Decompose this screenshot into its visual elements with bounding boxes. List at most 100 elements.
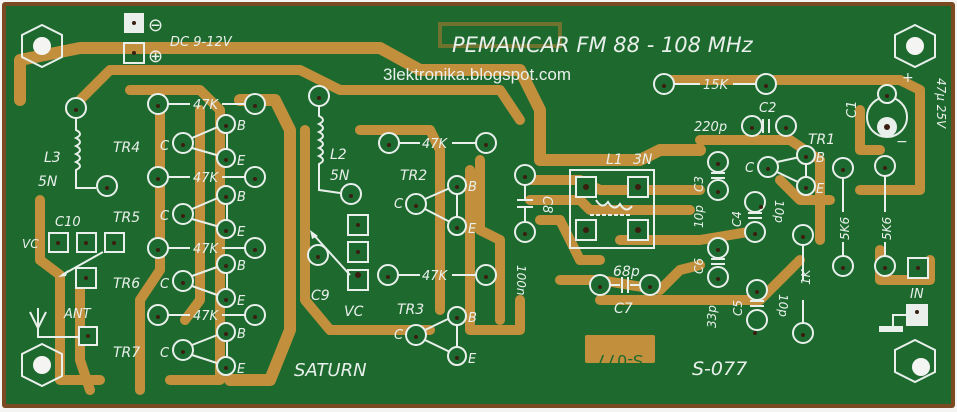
svg-text:VC: VC <box>344 304 364 320</box>
svg-text:B: B <box>468 180 477 195</box>
svg-text:TR2: TR2 <box>400 168 427 184</box>
svg-text:+: + <box>902 70 914 86</box>
svg-text:L2: L2 <box>330 147 347 163</box>
capacitor-c9: C9 VC <box>307 214 369 320</box>
model-name: SATURN <box>294 360 367 381</box>
resistor-r-5k6-2: 5K6 <box>874 155 896 277</box>
svg-text:47K: 47K <box>422 269 449 284</box>
svg-text:C6: C6 <box>692 258 706 274</box>
svg-text:E: E <box>237 225 246 240</box>
svg-text:E: E <box>468 352 477 367</box>
power-minus-symbol: ⊖ <box>148 15 163 36</box>
resistor-r-47k-3: 47K <box>147 237 266 259</box>
mounting-hole-top-left <box>21 23 63 69</box>
transistor-tr4: TR4 C B E <box>113 114 246 169</box>
svg-text:47K: 47K <box>193 98 220 113</box>
svg-text:VC: VC <box>22 237 39 251</box>
svg-text:47K: 47K <box>422 137 449 152</box>
resistor-r-47k-6: 47K <box>377 264 497 286</box>
inductor-l1: L1 3N <box>569 152 655 249</box>
inductor-l3: L3 5N <box>38 97 118 197</box>
svg-text:ANT: ANT <box>63 307 92 322</box>
antenna-connector: ANT <box>29 307 98 346</box>
mounting-holes <box>21 23 936 388</box>
svg-text:TR1: TR1 <box>808 132 835 148</box>
svg-text:C5: C5 <box>731 300 745 316</box>
svg-text:C: C <box>160 139 170 154</box>
transistor-tr5: TR5 C B E <box>113 185 246 240</box>
capacitor-c1: + − C1 47µ 25V <box>845 70 948 150</box>
svg-text:E: E <box>237 362 246 377</box>
resistor-r-1k: 1K <box>792 224 814 344</box>
svg-text:E: E <box>237 294 246 309</box>
resistor-r-47k-4: 47K <box>147 304 266 326</box>
svg-text:C4: C4 <box>730 211 744 227</box>
transistor-tr2: TR2 C B E <box>394 168 477 237</box>
svg-text:C: C <box>160 346 170 361</box>
svg-text:47K: 47K <box>193 171 220 186</box>
svg-text:10p: 10p <box>776 294 790 317</box>
power-label: DC 9-12V <box>170 35 233 50</box>
svg-text:C3: C3 <box>692 176 706 192</box>
svg-text:TR4: TR4 <box>113 140 140 156</box>
transistor-tr7: TR7 C B E <box>113 322 246 377</box>
capacitor-c4: C4 10p <box>730 191 786 243</box>
resistor-r-47k-1: 47K <box>147 93 266 115</box>
svg-text:B: B <box>237 119 246 134</box>
capacitor-c7: 68p C7 <box>589 264 661 317</box>
svg-text:TR5: TR5 <box>113 210 140 226</box>
capacitor-c10: C10 VC <box>22 215 125 289</box>
transistor-tr6: TR6 C B E <box>113 254 246 309</box>
svg-text:C: C <box>160 277 170 292</box>
copper-logo <box>438 22 562 48</box>
inductor-l2: L2 5N <box>308 85 362 205</box>
svg-text:C9: C9 <box>311 288 330 304</box>
svg-text:C: C <box>394 328 404 343</box>
svg-text:5K6: 5K6 <box>838 216 852 240</box>
svg-text:TR7: TR7 <box>113 345 140 361</box>
mounting-hole-bottom-right <box>894 338 936 384</box>
svg-text:C1: C1 <box>845 101 860 118</box>
svg-text:B: B <box>468 311 477 326</box>
svg-text:3N: 3N <box>633 152 653 168</box>
power-connector: ⊖ ⊕ DC 9-12V <box>123 13 233 67</box>
power-pad-plus <box>123 42 145 64</box>
svg-text:47µ 25V: 47µ 25V <box>934 78 948 129</box>
svg-text:TR3: TR3 <box>397 302 424 318</box>
website-label: 3lektronika.blogspot.com <box>383 65 571 84</box>
power-plus-symbol: ⊕ <box>148 46 163 67</box>
svg-text:B: B <box>237 259 246 274</box>
mounting-hole-top-right <box>894 23 936 69</box>
copper-mark-text: S-077 <box>597 351 643 370</box>
transistor-tr3: TR3 C B E <box>394 302 477 367</box>
svg-text:E: E <box>468 222 477 237</box>
svg-text:33p: 33p <box>705 305 719 328</box>
svg-text:L1: L1 <box>606 152 623 168</box>
svg-text:B: B <box>237 327 246 342</box>
svg-text:47K: 47K <box>193 242 220 257</box>
svg-text:220p: 220p <box>694 120 727 135</box>
copper-traces <box>14 42 935 395</box>
svg-text:1K: 1K <box>799 268 813 285</box>
svg-text:IN: IN <box>910 287 924 302</box>
svg-text:B: B <box>237 190 246 205</box>
capacitor-c8: C8 100n <box>514 164 554 296</box>
input-connector: IN <box>879 257 929 332</box>
svg-text:47K: 47K <box>193 309 220 324</box>
svg-text:C8: C8 <box>539 196 554 213</box>
svg-text:C: C <box>394 197 404 212</box>
svg-text:L3: L3 <box>44 150 61 166</box>
svg-text:E: E <box>816 182 825 197</box>
svg-text:C: C <box>745 161 755 176</box>
svg-text:C10: C10 <box>55 215 81 230</box>
capacitor-c3: C3 10p <box>692 151 729 228</box>
svg-text:E: E <box>237 154 246 169</box>
svg-text:−: − <box>896 134 908 150</box>
svg-text:B: B <box>816 151 825 166</box>
resistor-r-47k-2: 47K <box>147 166 266 188</box>
svg-text:100n: 100n <box>514 265 528 296</box>
svg-text:TR6: TR6 <box>113 276 140 292</box>
svg-text:15K: 15K <box>703 78 730 93</box>
